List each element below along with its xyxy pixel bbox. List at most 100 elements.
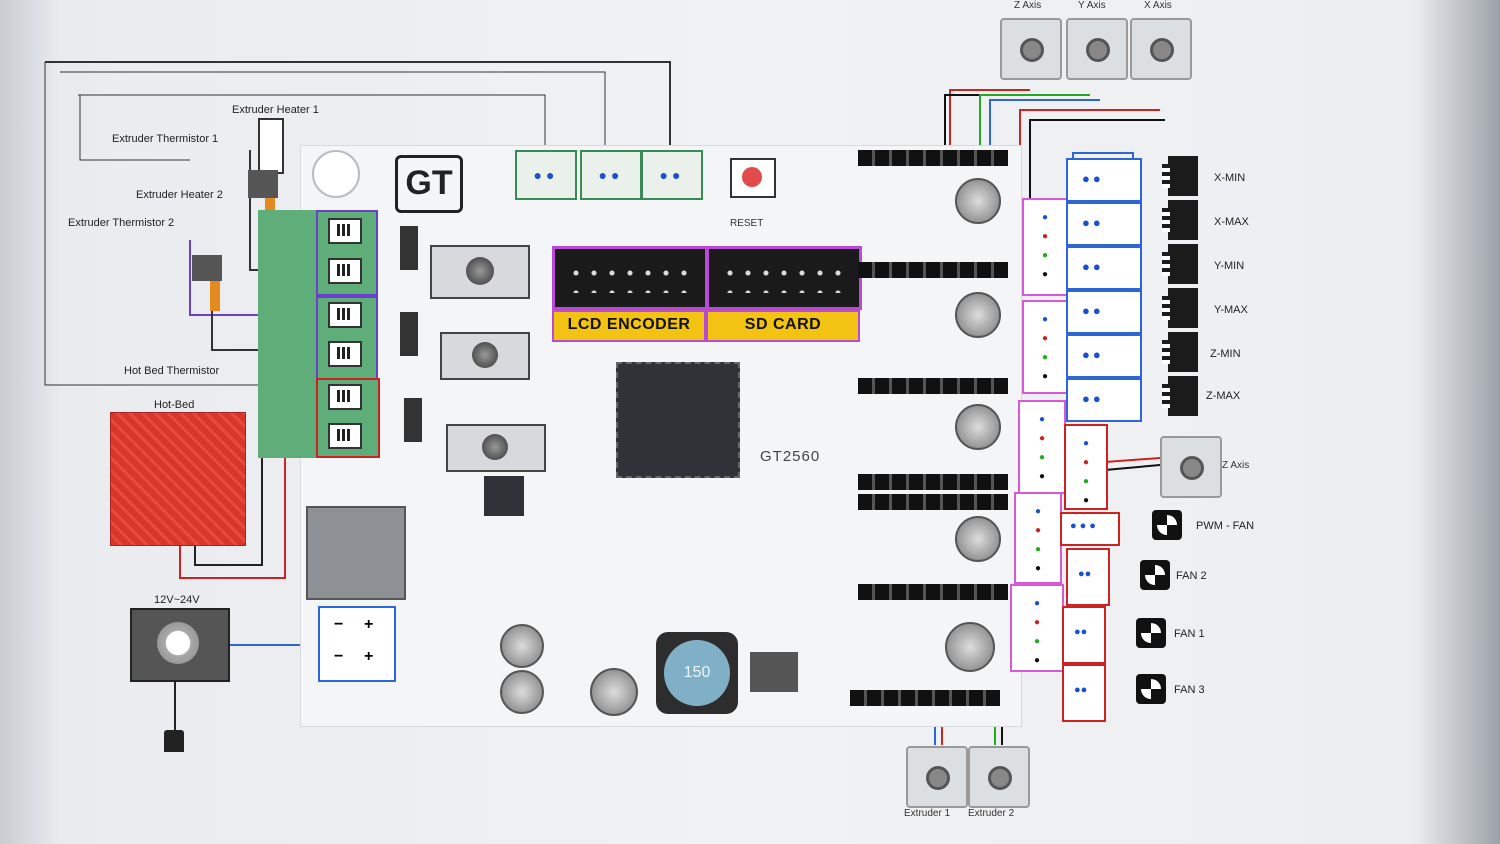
extruder-2-label: Extruder 2 <box>968 808 1015 819</box>
extruder-thermistor-1-label: Extruder Thermistor 1 <box>112 133 219 145</box>
top-terminal-3: ●● <box>641 150 703 200</box>
screw-terminal-6 <box>328 423 362 449</box>
driver-box-z2: ●●●● <box>1064 424 1108 510</box>
reset-label: RESET <box>730 218 764 229</box>
extruder-heater-1-icon <box>258 118 284 174</box>
fan-connector-pwm: ●●● <box>1060 512 1120 546</box>
fan-connector-2-pins: ●● <box>1078 568 1092 580</box>
fuse-2 <box>400 312 418 356</box>
endstop-switch-x-min-icon <box>1162 156 1198 196</box>
lcd-encoder-pins <box>567 263 693 293</box>
hot-bed-label: Hot-Bed <box>154 399 195 411</box>
endstop-switch-y-min-icon <box>1162 244 1198 284</box>
top-terminal-1: ●● <box>515 150 577 200</box>
driver-box-4: ●●●● <box>1014 492 1062 584</box>
driver-box-2-pins: ●●●● <box>1041 314 1049 382</box>
endstop-label-y-max: Y-MAX <box>1214 304 1248 316</box>
pin-row-7 <box>858 494 1008 510</box>
endstop-switch-z-min-icon <box>1162 332 1198 372</box>
pin-row-6 <box>850 690 1000 706</box>
terminal-frame-purple-1 <box>316 210 378 298</box>
mosfet-3 <box>446 424 546 472</box>
fan-connector-pwm-pins: ●●● <box>1070 520 1099 532</box>
mosfet-2-hole-icon <box>472 342 498 368</box>
extruder-thermistor-2-label: Extruder Thermistor 2 <box>68 217 175 229</box>
board-model-label: GT2560 <box>760 448 821 465</box>
reset-button-cap-icon <box>742 167 762 187</box>
sd-card-pins <box>721 263 847 293</box>
psu-plus-2: + <box>364 648 374 665</box>
sd-card-header[interactable] <box>706 246 862 310</box>
reset-button[interactable] <box>730 158 776 198</box>
fan-label-2: FAN 2 <box>1176 570 1207 582</box>
screw-terminal-3 <box>328 302 362 328</box>
pin-row-5 <box>858 584 1008 600</box>
endstop-label-x-max: X-MAX <box>1214 216 1249 228</box>
lcd-encoder-label: LCD ENCODER <box>552 310 706 342</box>
pin-row-3 <box>858 378 1008 394</box>
extruder-heater-2-nozzle-icon <box>192 255 222 281</box>
monitor-bezel-right <box>1418 0 1500 844</box>
endstop-x-min: ●● <box>1066 158 1142 202</box>
top-terminal-2-pins: ●● <box>598 167 624 183</box>
fan-label-1: FAN 1 <box>1174 628 1205 640</box>
top-terminal-1-pins: ●● <box>533 167 559 183</box>
mcu-chip <box>616 362 740 478</box>
endstop-y-max: ●● <box>1066 290 1142 334</box>
extruder-2-motor-icon <box>968 746 1030 808</box>
driver-box-3-pins: ●●●● <box>1038 414 1046 482</box>
endstop-z-max-pins: ●● <box>1082 391 1104 406</box>
y-axis-motor-icon <box>1066 18 1128 80</box>
pwm-fan-icon <box>1152 510 1182 540</box>
extruder-heater-2-tip-icon <box>210 281 220 311</box>
z-axis-label: Z Axis <box>1014 0 1042 11</box>
extruder-heater-1-nozzle-icon <box>248 170 278 198</box>
fan-label-pwm: PWM - FAN <box>1196 520 1255 532</box>
lcd-encoder-header[interactable] <box>552 246 708 310</box>
driver-box-1-pins: ●●●● <box>1041 212 1049 280</box>
psu-label: 12V~24V <box>154 594 200 606</box>
endstop-y-max-pins: ●● <box>1082 303 1104 318</box>
mount-hole-icon <box>312 150 360 198</box>
top-terminal-2: ●● <box>580 150 642 200</box>
y-axis-label: Y Axis <box>1078 0 1106 11</box>
fan-label-3: FAN 3 <box>1174 684 1205 696</box>
endstop-label-z-min: Z-MIN <box>1210 348 1241 360</box>
screw-terminal-5 <box>328 384 362 410</box>
mosfet-2 <box>440 332 530 380</box>
driver-box-4-pins: ●●●● <box>1034 506 1042 574</box>
capacitor-3 <box>590 668 638 716</box>
fuse-1 <box>400 226 418 270</box>
psu-plus-1: + <box>364 616 374 633</box>
capacitor-1 <box>500 624 544 668</box>
capacitor-7 <box>955 516 1001 562</box>
sd-card-label: SD CARD <box>706 310 860 342</box>
usb-port[interactable] <box>306 506 406 600</box>
psu-minus-1: − <box>334 616 344 633</box>
hot-bed-icon <box>110 412 246 546</box>
fuse-3 <box>404 398 422 442</box>
power-plug-icon <box>164 730 184 752</box>
fan-connector-3-pins: ●● <box>1074 684 1088 696</box>
pin-row-1 <box>858 150 1008 166</box>
screw-terminal-1 <box>328 218 362 244</box>
terminal-frame-red <box>316 378 380 458</box>
fan-connector-1-pins: ●● <box>1074 626 1088 638</box>
usb-chip <box>484 476 524 516</box>
endstop-z-max: ●● <box>1066 378 1142 422</box>
endstop-z-min-pins: ●● <box>1082 347 1104 362</box>
driver-box-z2-pins: ●●●● <box>1082 438 1090 506</box>
extruder-1-motor-icon <box>906 746 968 808</box>
endstop-y-min-pins: ●● <box>1082 259 1104 274</box>
endstop-x-min-pins: ●● <box>1082 171 1104 186</box>
pin-row-4 <box>858 474 1008 490</box>
screw-terminal-block <box>258 210 378 458</box>
capacitor-2 <box>500 670 544 714</box>
fan-1-icon <box>1136 618 1166 648</box>
screw-terminal-4 <box>328 341 362 367</box>
endstop-switch-z-max-icon <box>1162 376 1198 416</box>
extruder-heater-2-label: Extruder Heater 2 <box>136 189 223 201</box>
mosfet-1-hole-icon <box>466 257 494 285</box>
capacitor-8 <box>945 622 995 672</box>
